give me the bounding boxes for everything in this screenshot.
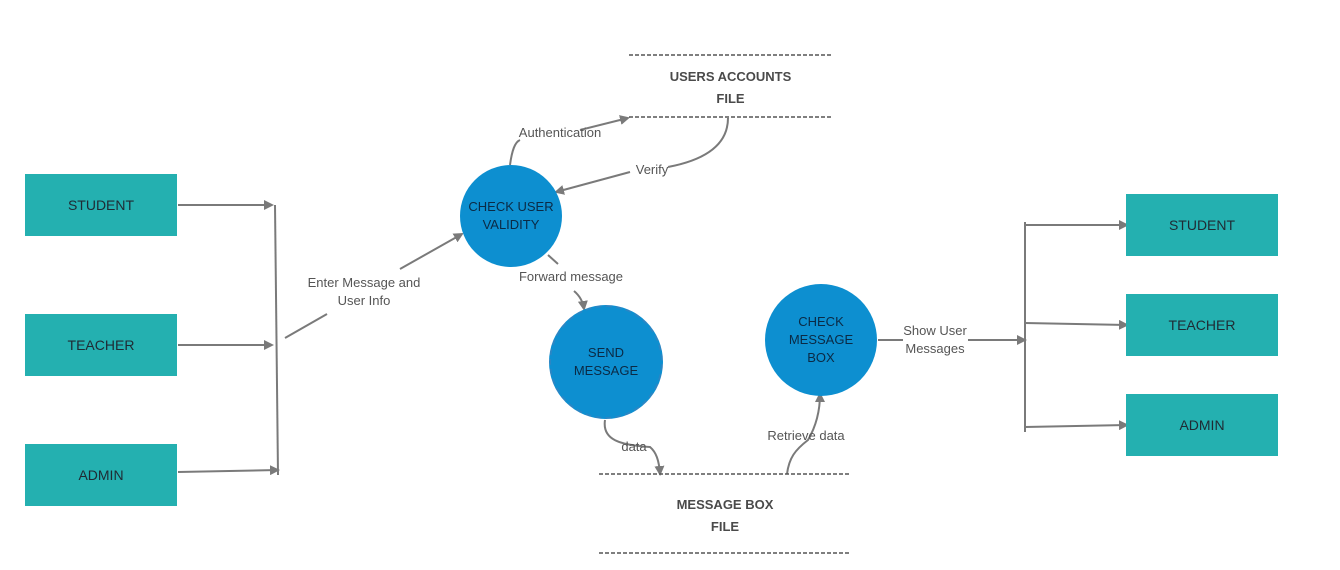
flow-label-forward-message: Forward message [518,269,624,284]
flow-forward-a [547,254,559,265]
flow-label-authentication: Authentication [518,125,602,140]
flow-teacher-right [1024,319,1129,330]
flow-label-verify: Verify [635,162,669,177]
process-send-message: SEND MESSAGE [549,305,663,419]
entity-admin-left: ADMIN [25,444,177,506]
entity-admin-right: ADMIN [1126,394,1278,456]
flow-admin-left [177,465,280,476]
flow-label-enter-message: Enter Message and User Info [307,275,421,308]
flow-label-show-user-messages: Show User Messages [903,323,967,356]
store-users-accounts-title: USERS ACCOUNTS FILE [669,69,792,106]
flow-forward-b [573,290,588,311]
flow-verify-b [554,171,631,195]
flow-retrieve [786,392,825,475]
flow-enter-message-b [399,233,464,270]
entity-student-left: STUDENT [25,174,177,236]
entity-teacher-right: TEACHER [1126,294,1278,356]
entity-student-right: STUDENT [1126,194,1278,256]
flow-authentication [509,139,521,166]
flow-label-retrieve-data: Retrieve data [767,428,845,443]
collector-left [274,204,279,476]
flow-verify-a [667,117,729,168]
process-check-user-validity: CHECK USER VALIDITY [460,165,562,267]
flow-label-data: data [621,439,647,454]
flow-data [603,419,665,476]
entity-teacher-left: TEACHER [25,314,177,376]
store-message-box-title: MESSAGE BOX FILE [676,497,774,534]
flow-authentication-arrow [579,115,630,131]
flow-enter-message-a [284,313,328,339]
flow-admin-right [1024,420,1129,431]
process-check-message-box: CHECK MESSAGE BOX [765,284,877,396]
